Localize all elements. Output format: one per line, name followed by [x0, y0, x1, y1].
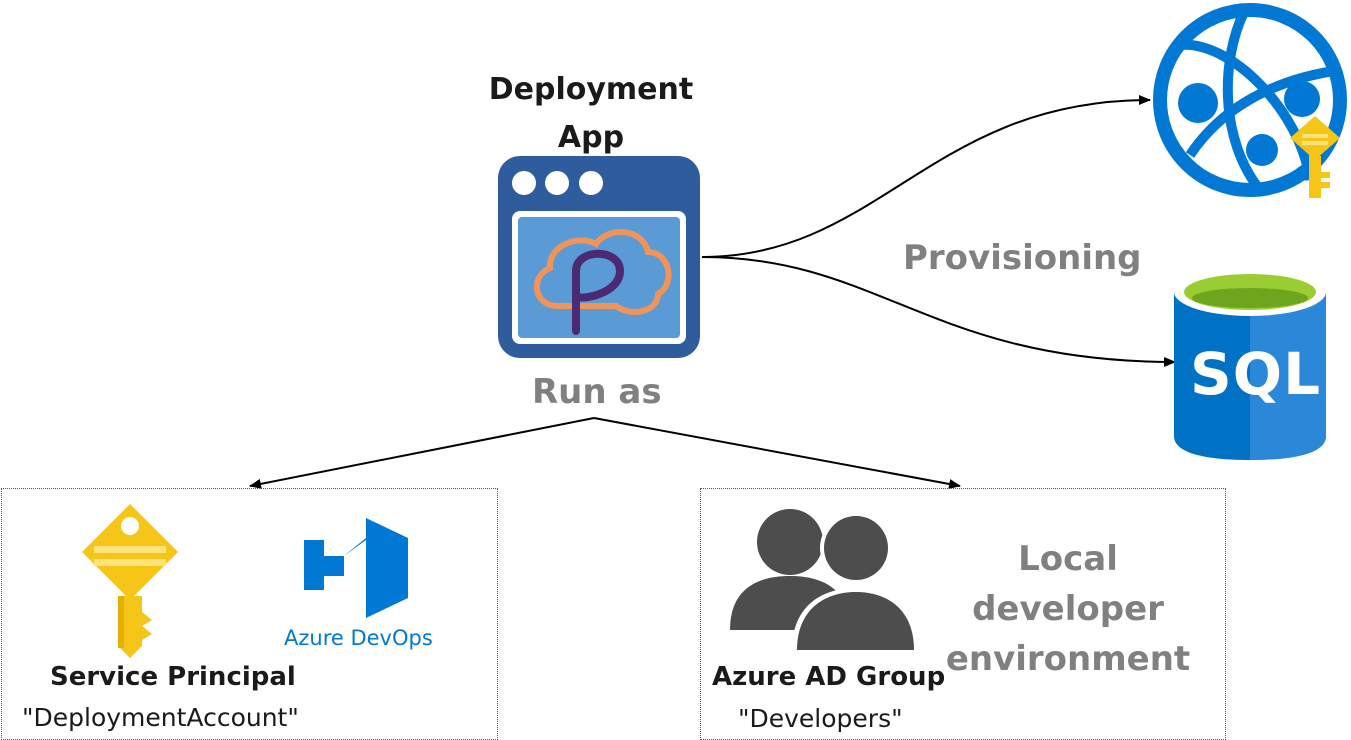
user-group-icon	[730, 509, 918, 650]
deployment-app-icon	[498, 156, 700, 358]
arrow-to-service-principal	[249, 417, 595, 489]
arrow-to-sql	[701, 256, 1176, 367]
azure-devops-icon	[304, 518, 408, 618]
service-principal-name: "DeploymentAccount"	[22, 703, 299, 732]
deployment-app-title: Deployment App	[470, 66, 712, 162]
provisioning-label: Provisioning	[903, 238, 1142, 278]
deployment-app-title-line1: Deployment	[488, 72, 694, 107]
service-principal-title: Service Principal	[50, 662, 296, 692]
run-as-label: Run as	[532, 372, 662, 412]
key-icon	[82, 504, 178, 658]
sql-database-icon	[1174, 268, 1326, 460]
web-app-globe-icon	[1153, 3, 1347, 198]
ad-group-name: "Developers"	[738, 704, 903, 733]
local-env-line1: Local developer	[972, 539, 1164, 629]
arrow-to-ad-group	[593, 417, 961, 489]
azure-devops-logo-text: Azure DevOps	[284, 626, 433, 650]
ad-group-title: Azure AD Group	[712, 662, 946, 692]
sql-logo-text: SQL	[1190, 340, 1322, 408]
arrow-to-web-app	[701, 95, 1151, 258]
deployment-app-title-line2: App	[557, 120, 625, 155]
local-developer-environment-label: Local developer environment	[918, 534, 1218, 684]
local-env-line2: environment	[945, 639, 1191, 679]
